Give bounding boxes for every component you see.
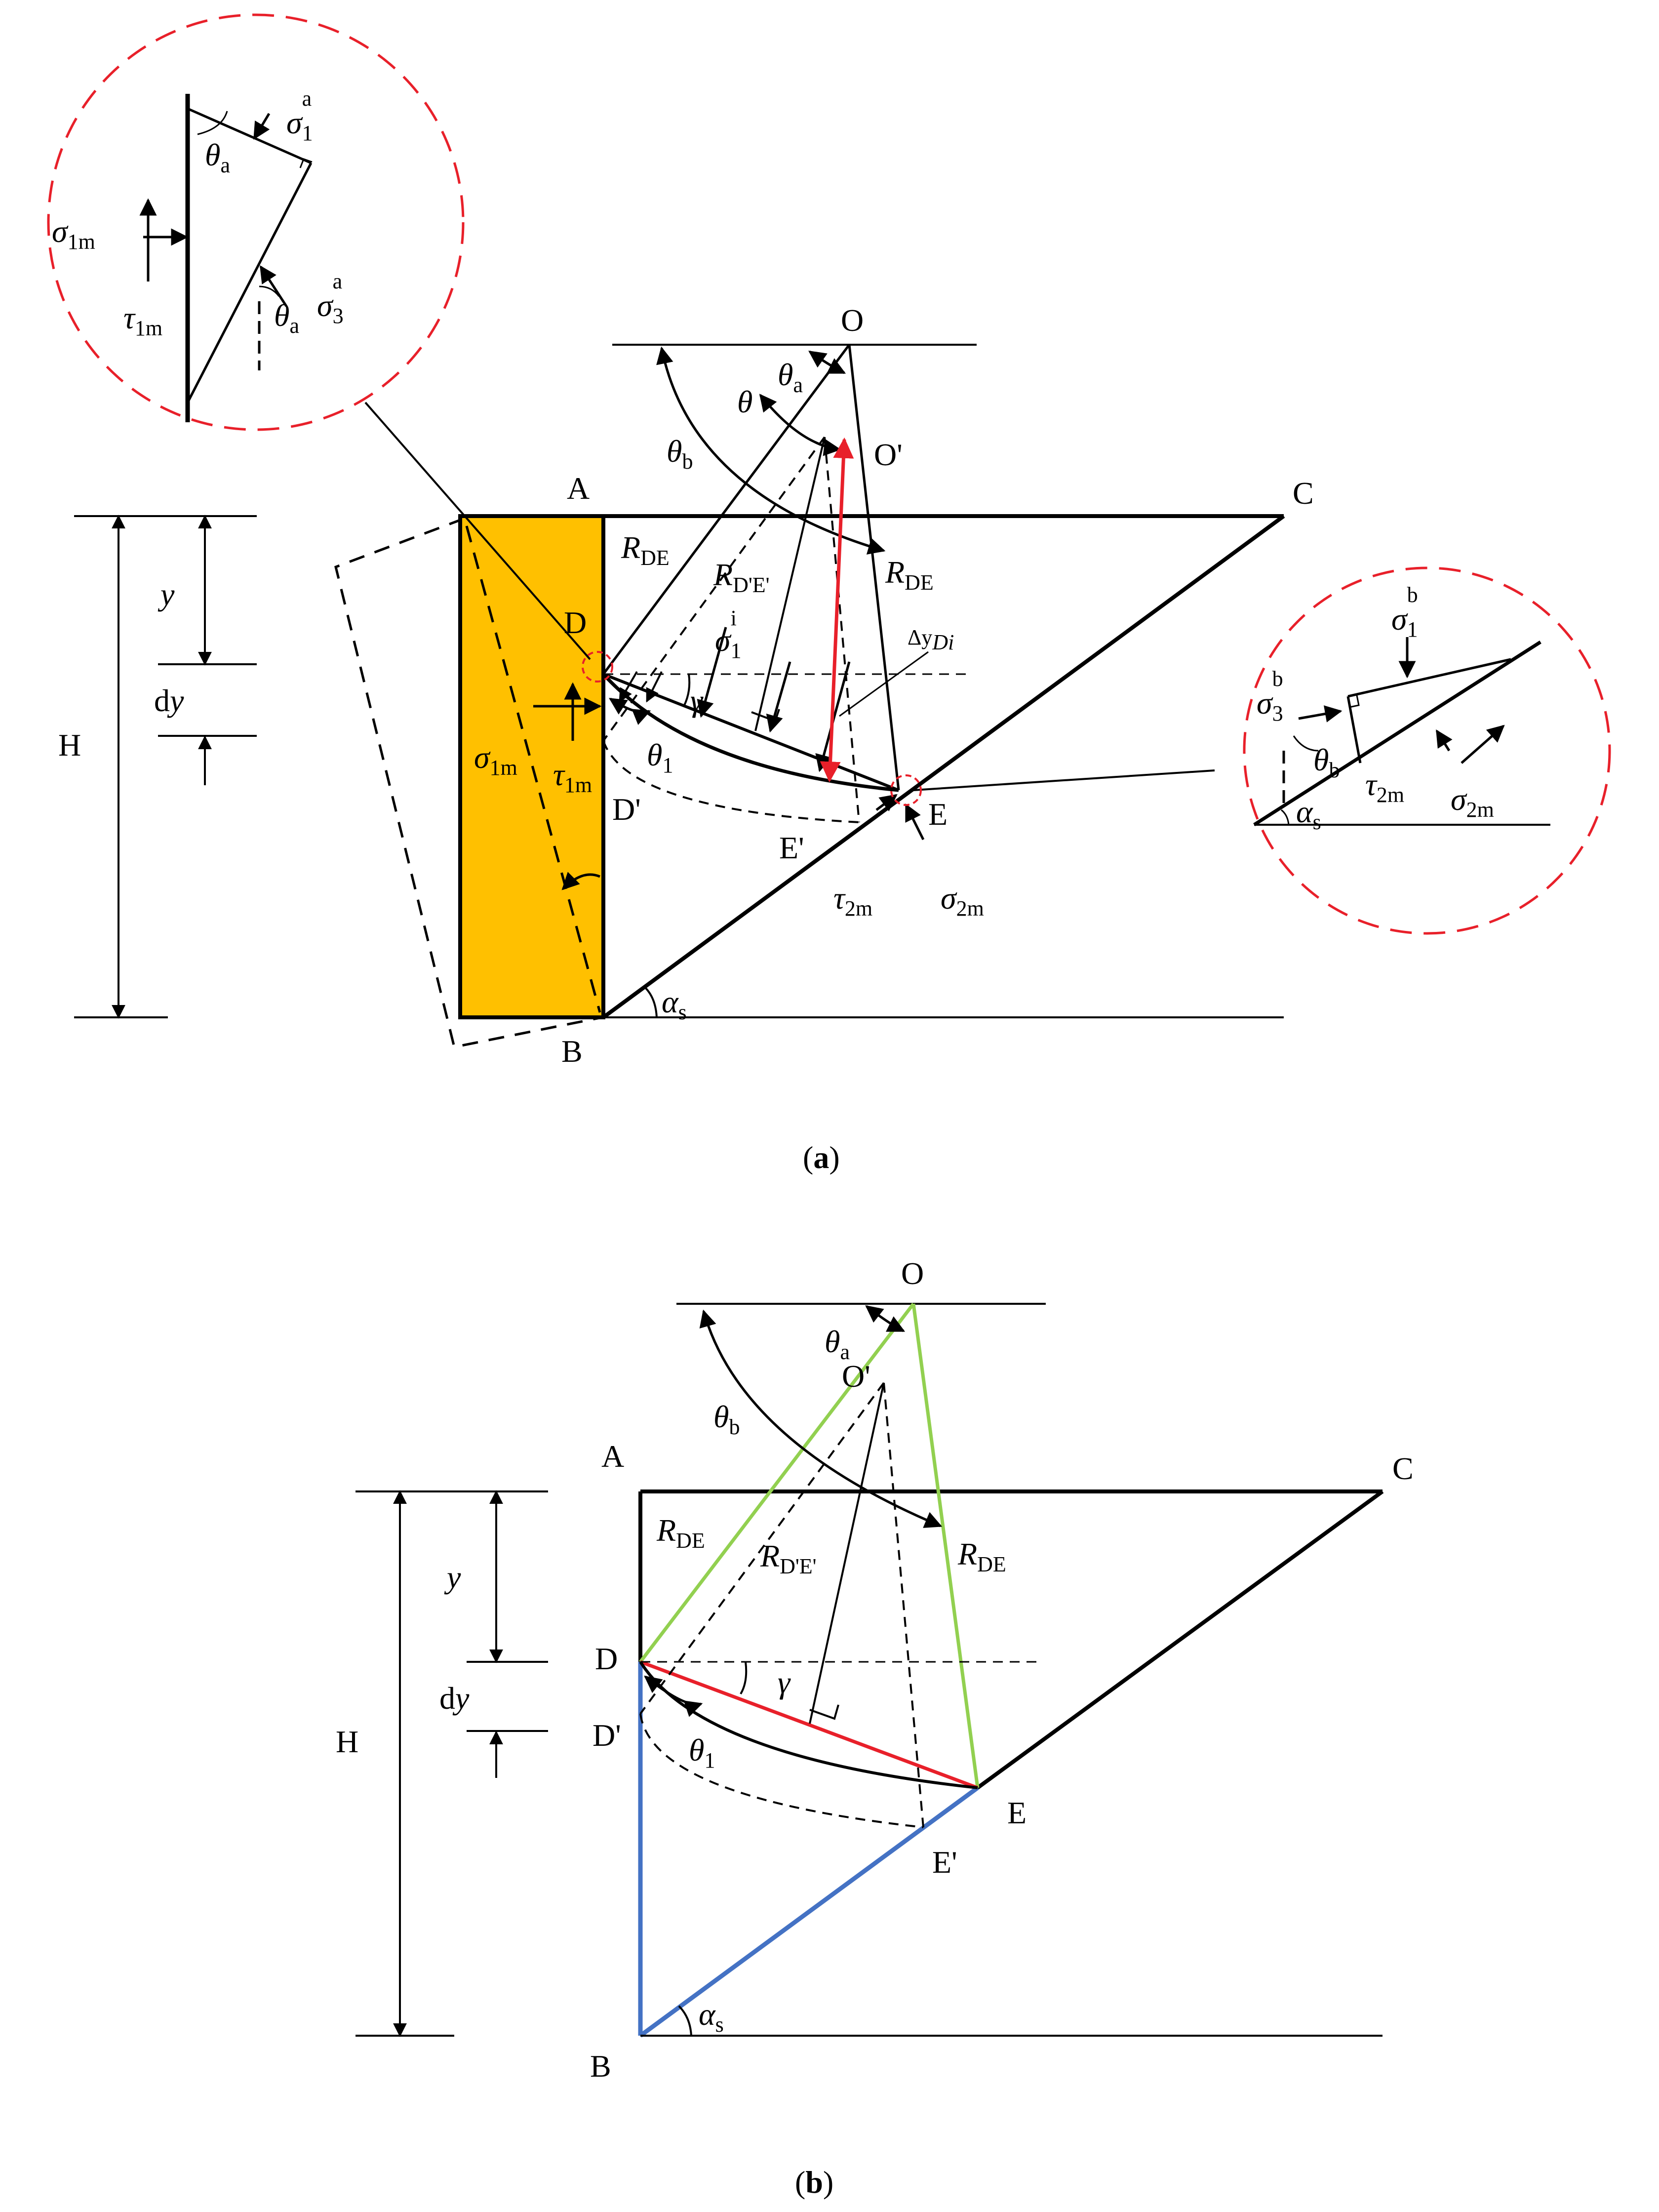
- b-point-e-prime-label: E': [932, 1845, 957, 1880]
- leader-to-right-circle: [913, 769, 1215, 791]
- slip-stress-arrow-4: [766, 661, 791, 733]
- theta-a-arc: [808, 350, 846, 374]
- slip-stress-arrow-2: [619, 671, 638, 703]
- sigma-1i-label: σ1i: [715, 606, 742, 663]
- tau-1m-wall-label: τ1m: [553, 757, 592, 797]
- r-dpep-label: RD'E': [713, 557, 770, 597]
- b-point-c-label: C: [1392, 1451, 1414, 1486]
- r-de-right-label: RDE: [885, 555, 934, 595]
- height-h-label: H: [58, 727, 81, 763]
- theta-b-arc: [656, 346, 886, 555]
- dimension-markers-a: [74, 515, 257, 1019]
- b-r-dpep-label: RD'E': [760, 1538, 817, 1578]
- slip-plane-line: [602, 514, 1285, 1019]
- tau-2m-arrow: [875, 794, 898, 811]
- b-theta-b-label: θb: [713, 1399, 740, 1439]
- red-marker-d: [582, 651, 613, 683]
- theta-a-left-circle-label: θa: [205, 137, 230, 177]
- sigma-2m-right-circle-label: σ2m: [1451, 782, 1494, 822]
- point-e-label: E: [928, 797, 948, 832]
- chord-de: [602, 673, 900, 792]
- b-point-e-label: E: [1007, 1795, 1027, 1830]
- sigma-1i-arrow: [697, 627, 727, 718]
- panel-b-geometry: [638, 1302, 1384, 2038]
- dimension-markers-b: [356, 1490, 548, 2037]
- left-detail-circle: [47, 13, 465, 431]
- alpha-s-label: αs: [662, 984, 687, 1024]
- theta-label: θ: [737, 384, 752, 419]
- sigma-2m-label: σ2m: [941, 881, 984, 921]
- gamma-arc: [683, 674, 691, 707]
- point-o-prime-label: O': [874, 437, 903, 472]
- b-r-de-left-label: RDE: [656, 1513, 705, 1553]
- theta-arc: [759, 394, 841, 456]
- sigma-1b-label: σ1b: [1391, 583, 1418, 642]
- panel-a: O O' A B C D D' E E' H y dy RDE RD'E' RD…: [47, 13, 1611, 1175]
- sigma-1a-label: σ1a: [286, 86, 313, 145]
- b-point-a-label: A: [601, 1439, 624, 1474]
- b-alpha-s-label: αs: [699, 1997, 724, 2037]
- gamma-label: γ: [690, 683, 704, 718]
- b-point-o-label: O: [901, 1256, 924, 1291]
- tau-2m-label: τ2m: [833, 881, 872, 921]
- b-increment-dy-label: dy: [439, 1681, 470, 1716]
- sigma-3b-label: σ3b: [1257, 667, 1283, 725]
- b-point-o-prime-label: O': [842, 1359, 870, 1394]
- sigma-2m-arrow: [905, 803, 925, 841]
- caption-a: (a): [803, 1140, 840, 1175]
- b-r-de-right-label: RDE: [957, 1536, 1006, 1576]
- theta-1-arc: [609, 697, 651, 725]
- alpha-s-right-circle-label: αs: [1296, 794, 1321, 834]
- panel-b: O O' A B C D D' E E' H y dy RDE RD'E' RD…: [336, 1256, 1414, 2200]
- sigma-1m-left-circle-label: σ1m: [52, 214, 95, 254]
- red-displacement-arrow: [820, 437, 854, 783]
- theta-a-lower-left-circle-label: θa: [274, 298, 299, 338]
- sigma-3a-label: σ3a: [317, 269, 344, 328]
- theta-b-right-circle-label: θb: [1313, 742, 1340, 782]
- rotated-wall-outline: [334, 517, 603, 1048]
- b-point-d-label: D: [595, 1641, 618, 1676]
- right-detail-circle: [1243, 566, 1611, 935]
- sigma-1m-wall-label: σ1m: [474, 740, 517, 780]
- arc-d-prime-e-prime: [602, 740, 860, 823]
- delta-y-di-label: ΔyDi: [908, 625, 954, 654]
- b-theta-a-label: θa: [825, 1324, 850, 1364]
- point-d-prime-label: D': [612, 792, 641, 827]
- point-o-label: O: [841, 303, 864, 338]
- leader-to-left-circle: [364, 402, 591, 660]
- b-gamma-label: γ: [778, 1665, 791, 1700]
- b-height-h-label: H: [336, 1724, 358, 1759]
- b-theta-1-label: θ1: [689, 1732, 715, 1772]
- alpha-s-arc: [643, 986, 658, 1018]
- point-c-label: C: [1293, 476, 1314, 511]
- theta-b-label: θb: [667, 434, 693, 474]
- point-d-label: D: [564, 605, 587, 640]
- theta-a-label: θa: [778, 357, 803, 397]
- b-depth-y-label: y: [444, 1560, 461, 1595]
- point-e-prime-label: E': [779, 830, 804, 865]
- theta-1-label: θ1: [647, 737, 673, 777]
- wall-rotation-arc: [561, 872, 600, 890]
- red-marker-e: [890, 774, 922, 806]
- b-point-b-label: B: [590, 2049, 611, 2084]
- wall-rotation-line: [465, 525, 601, 1013]
- tau-1m-left-circle-label: τ1m: [123, 300, 162, 340]
- depth-y-label: y: [158, 577, 175, 612]
- point-b-label: B: [561, 1034, 583, 1069]
- radius-line-o-prime-d-prime: [602, 436, 826, 742]
- panel-b-labels: O O' A B C D D' E E' H y dy RDE RD'E' RD…: [336, 1256, 1414, 2200]
- increment-dy-label: dy: [154, 683, 184, 718]
- point-a-label: A: [567, 471, 590, 506]
- panel-a-labels: O O' A B C D D' E E' H y dy RDE RD'E' RD…: [52, 86, 1494, 1175]
- panel-a-geometry: [334, 344, 1285, 1048]
- slip-stress-arrow-1: [646, 671, 663, 703]
- delta-y-leader: [839, 651, 929, 717]
- tau-2m-right-circle-label: τ2m: [1365, 767, 1404, 807]
- caption-b: (b): [795, 2165, 833, 2200]
- b-point-d-prime-label: D': [592, 1718, 621, 1753]
- r-de-left-label: RDE: [621, 530, 670, 570]
